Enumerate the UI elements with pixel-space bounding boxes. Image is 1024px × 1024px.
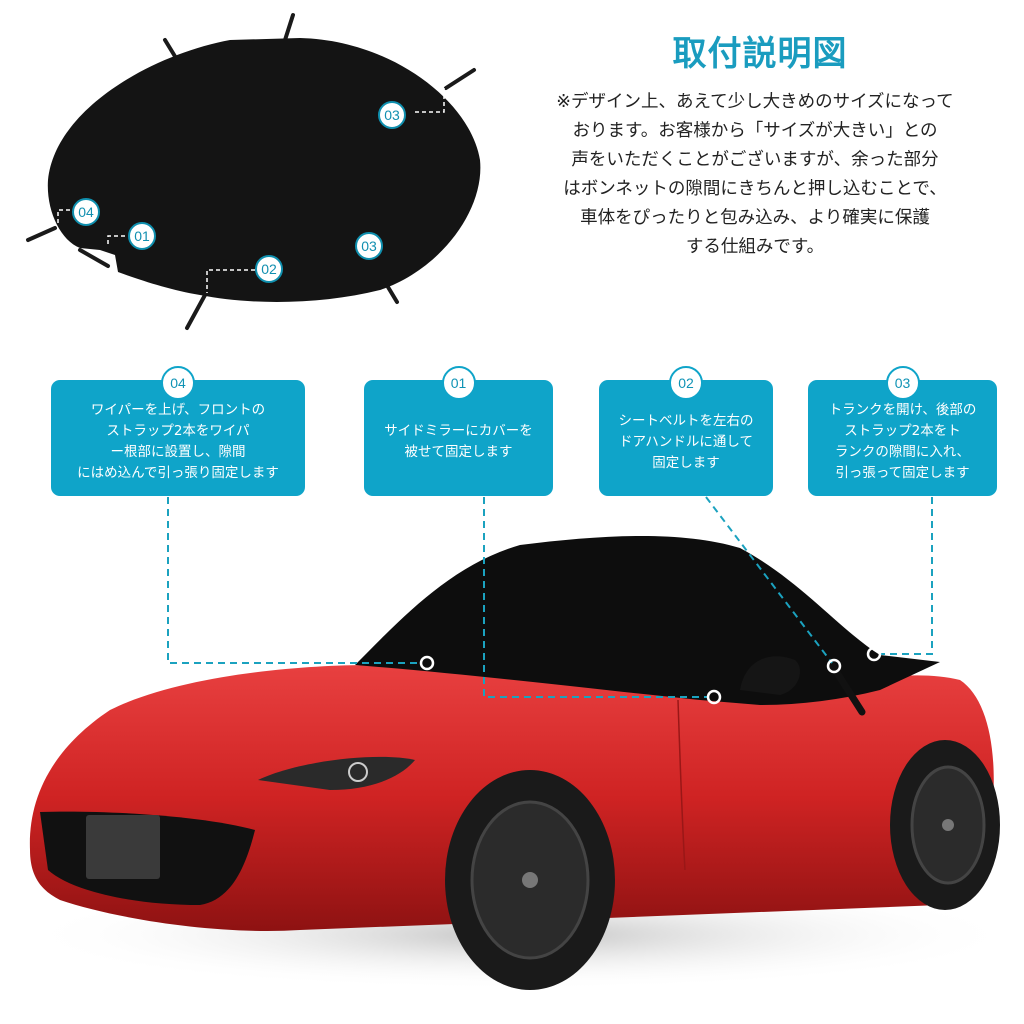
callout-line: ワイパーを上げ、フロントの xyxy=(90,402,266,418)
description-line: 車体をぴったりと包み込み、より確実に保護 xyxy=(580,208,930,228)
callout-line: にはめ込んで引っ張り固定します xyxy=(77,465,279,481)
side-mirror xyxy=(740,656,800,695)
callout-04: 04 ワイパーを上げ、フロントの ストラップ2本をワイパ ー根部に設置し、隙間 … xyxy=(51,366,305,496)
callout-01: 01 サイドミラーにカバーを 被せて固定します xyxy=(364,366,553,496)
front-wheel xyxy=(445,770,615,990)
callout-line: 被せて固定します xyxy=(404,444,513,460)
attach-point-04 xyxy=(419,655,435,671)
description: ※デザイン上、あえて少し大きめのサイズになって おります。お客様から「サイズが大… xyxy=(505,88,1005,262)
description-line: する仕組みです。 xyxy=(685,237,825,257)
callout-badge: 01 xyxy=(441,366,476,400)
attach-point-01 xyxy=(706,689,722,705)
callout-03: 03 トランクを開け、後部の ストラップ2本をト ランクの隙間に入れ、 引っ張っ… xyxy=(808,366,997,496)
callout-line: 固定します xyxy=(652,454,720,471)
rear-wheel xyxy=(890,740,1000,910)
callout-line: ストラップ2本をト xyxy=(844,423,961,439)
callout-badge: 03 xyxy=(885,366,920,400)
page-title: 取付説明図 xyxy=(672,34,848,74)
callout-badge: 02 xyxy=(669,366,703,400)
attach-point-02 xyxy=(826,658,842,674)
description-line: おります。お客様から「サイズが大きい」との xyxy=(572,121,938,141)
oval-badge-02: 02 xyxy=(255,255,283,283)
callout-line: ストラップ2本をワイパ xyxy=(106,423,250,439)
callout-line: シートベルトを左右の xyxy=(618,412,754,429)
description-line: はボンネットの隙間にきちんと押し込むことで、 xyxy=(563,179,947,199)
callout-badge: 04 xyxy=(161,366,195,400)
callout-line: 引っ張って固定します xyxy=(835,465,970,481)
description-line: 声をいただくことがございますが、余った部分 xyxy=(571,150,939,170)
oval-badge-01: 01 xyxy=(128,222,156,250)
oval-badge-03-lower: 03 xyxy=(355,232,383,260)
callout-02: 02 シートベルトを左右の ドアハンドルに通して 固定します xyxy=(599,366,773,496)
callout-line: ランクの隙間に入れ、 xyxy=(834,444,971,460)
oval-badge-03-upper: 03 xyxy=(378,101,406,129)
callout-line: サイドミラーにカバーを xyxy=(384,423,533,439)
description-line: ※デザイン上、あえて少し大きめのサイズになって xyxy=(556,92,954,112)
callout-line: トランクを開け、後部の xyxy=(828,402,977,418)
attach-point-03 xyxy=(866,646,882,662)
callout-line: ー根部に設置し、隙間 xyxy=(110,444,246,460)
callout-line: ドアハンドルに通して xyxy=(618,433,754,450)
oval-badge-04: 04 xyxy=(72,198,100,226)
license-plate xyxy=(86,815,160,879)
